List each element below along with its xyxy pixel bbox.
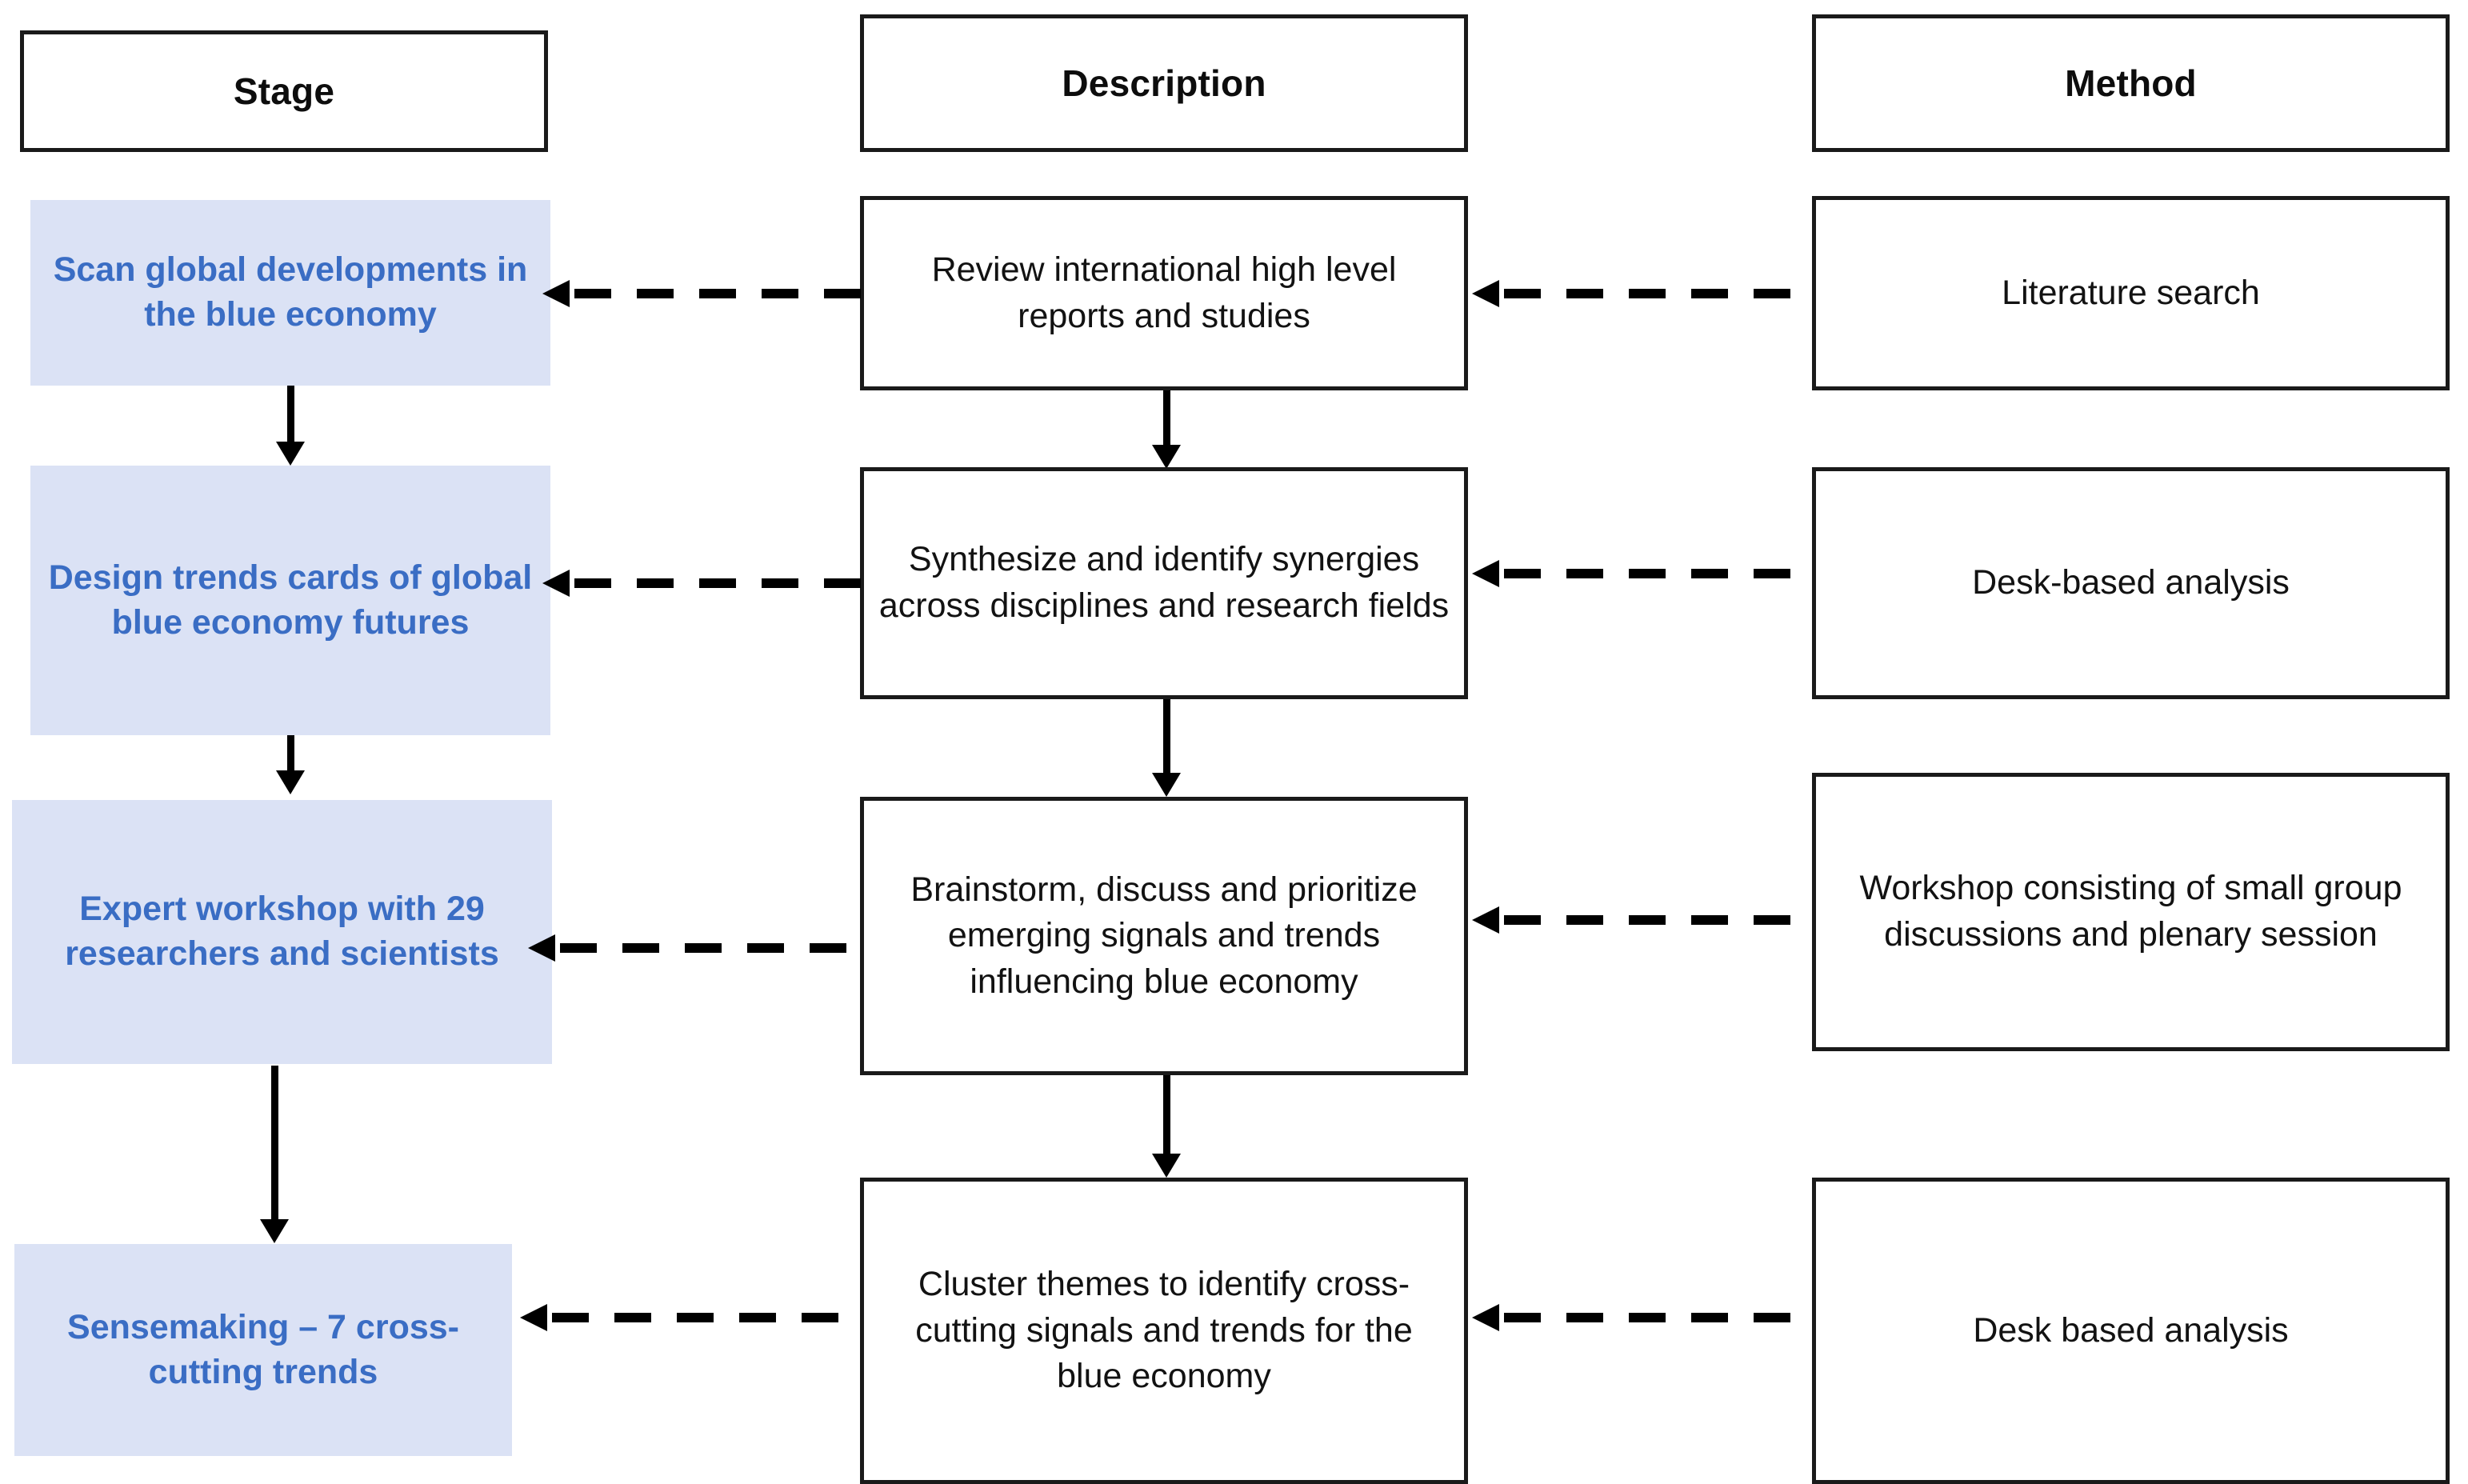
vertical-arrow-description-2-to-3 — [1120, 699, 1213, 797]
method-box-1: Literature search — [1812, 196, 2450, 390]
arrow-shaft — [1162, 699, 1170, 774]
stage-box-2-label: Design trends cards of global blue econo… — [48, 558, 533, 642]
dashed-arrow-description-to-stage-1 — [542, 280, 862, 307]
stage-box-2: Design trends cards of global blue econo… — [30, 466, 550, 735]
method-box-4-label: Desk based analysis — [1973, 1310, 2289, 1350]
dashed-line — [1504, 915, 1812, 925]
arrowhead-down-icon — [1152, 1154, 1181, 1178]
method-box-2: Desk-based analysis — [1812, 467, 2450, 699]
method-box-1-label: Literature search — [2002, 273, 2260, 312]
dashed-line — [1504, 1313, 1812, 1322]
dashed-line — [560, 943, 862, 953]
dashed-line — [574, 578, 862, 588]
column-header-description-label: Description — [1062, 62, 1266, 104]
dashed-arrow-description-to-stage-4 — [520, 1304, 862, 1331]
dashed-arrow-method-to-description-3 — [1472, 906, 1812, 934]
arrow-shaft — [1162, 1075, 1170, 1155]
method-box-4: Desk based analysis — [1812, 1178, 2450, 1484]
column-header-method: Method — [1812, 14, 2450, 152]
arrowhead-left-icon — [528, 934, 555, 962]
arrowhead-down-icon — [276, 770, 305, 794]
vertical-arrow-stage-3-to-4 — [228, 1066, 321, 1243]
arrowhead-left-icon — [542, 280, 570, 307]
stage-box-1-label: Scan global developments in the blue eco… — [53, 250, 528, 334]
dashed-arrow-description-to-stage-3 — [528, 934, 862, 962]
description-box-2: Synthesize and identify synergies across… — [860, 467, 1468, 699]
column-header-description: Description — [860, 14, 1468, 152]
description-box-2-label: Synthesize and identify synergies across… — [878, 540, 1450, 625]
arrowhead-left-icon — [542, 570, 570, 597]
column-header-stage-label: Stage — [233, 70, 335, 112]
arrow-shaft — [286, 386, 294, 443]
description-box-4: Cluster themes to identify cross-cutting… — [860, 1178, 1468, 1484]
vertical-arrow-stage-2-to-3 — [244, 735, 337, 794]
stage-box-4: Sensemaking – 7 cross-cutting trends — [14, 1244, 512, 1456]
dashed-line — [1504, 569, 1812, 578]
description-box-3: Brainstorm, discuss and prioritize emerg… — [860, 797, 1468, 1075]
dashed-line — [552, 1313, 862, 1322]
stage-box-3: Expert workshop with 29 researchers and … — [12, 800, 552, 1064]
stage-box-3-label: Expert workshop with 29 researchers and … — [65, 890, 499, 973]
arrowhead-down-icon — [1152, 445, 1181, 469]
arrow-shaft — [1162, 390, 1170, 446]
arrow-shaft — [270, 1066, 278, 1221]
method-box-2-label: Desk-based analysis — [1972, 563, 2290, 602]
column-header-method-label: Method — [2065, 62, 2197, 104]
method-box-3: Workshop consisting of small group discu… — [1812, 773, 2450, 1051]
dashed-arrow-description-to-stage-2 — [542, 570, 862, 597]
method-box-3-label: Workshop consisting of small group discu… — [1859, 869, 2402, 954]
arrowhead-left-icon — [1472, 560, 1499, 587]
arrowhead-left-icon — [520, 1304, 547, 1331]
arrowhead-left-icon — [1472, 280, 1499, 307]
arrowhead-left-icon — [1472, 1304, 1499, 1331]
description-box-3-label: Brainstorm, discuss and prioritize emerg… — [910, 870, 1418, 1001]
description-box-4-label: Cluster themes to identify cross-cutting… — [915, 1265, 1413, 1396]
dashed-arrow-method-to-description-4 — [1472, 1304, 1812, 1331]
stage-box-1: Scan global developments in the blue eco… — [30, 200, 550, 386]
arrow-shaft — [286, 735, 294, 774]
vertical-arrow-description-3-to-4 — [1120, 1075, 1213, 1178]
vertical-arrow-description-1-to-2 — [1120, 390, 1213, 469]
vertical-arrow-stage-1-to-2 — [244, 386, 337, 466]
stage-box-4-label: Sensemaking – 7 cross-cutting trends — [67, 1307, 459, 1391]
arrowhead-down-icon — [276, 442, 305, 466]
arrowhead-down-icon — [260, 1219, 289, 1243]
arrowhead-down-icon — [1152, 773, 1181, 797]
dashed-line — [1504, 289, 1812, 298]
dashed-arrow-method-to-description-2 — [1472, 560, 1812, 587]
description-box-1: Review international high level reports … — [860, 196, 1468, 390]
dashed-arrow-method-to-description-1 — [1472, 280, 1812, 307]
description-box-1-label: Review international high level reports … — [931, 250, 1397, 335]
arrowhead-left-icon — [1472, 906, 1499, 934]
column-header-stage: Stage — [20, 30, 548, 152]
dashed-line — [574, 289, 862, 298]
